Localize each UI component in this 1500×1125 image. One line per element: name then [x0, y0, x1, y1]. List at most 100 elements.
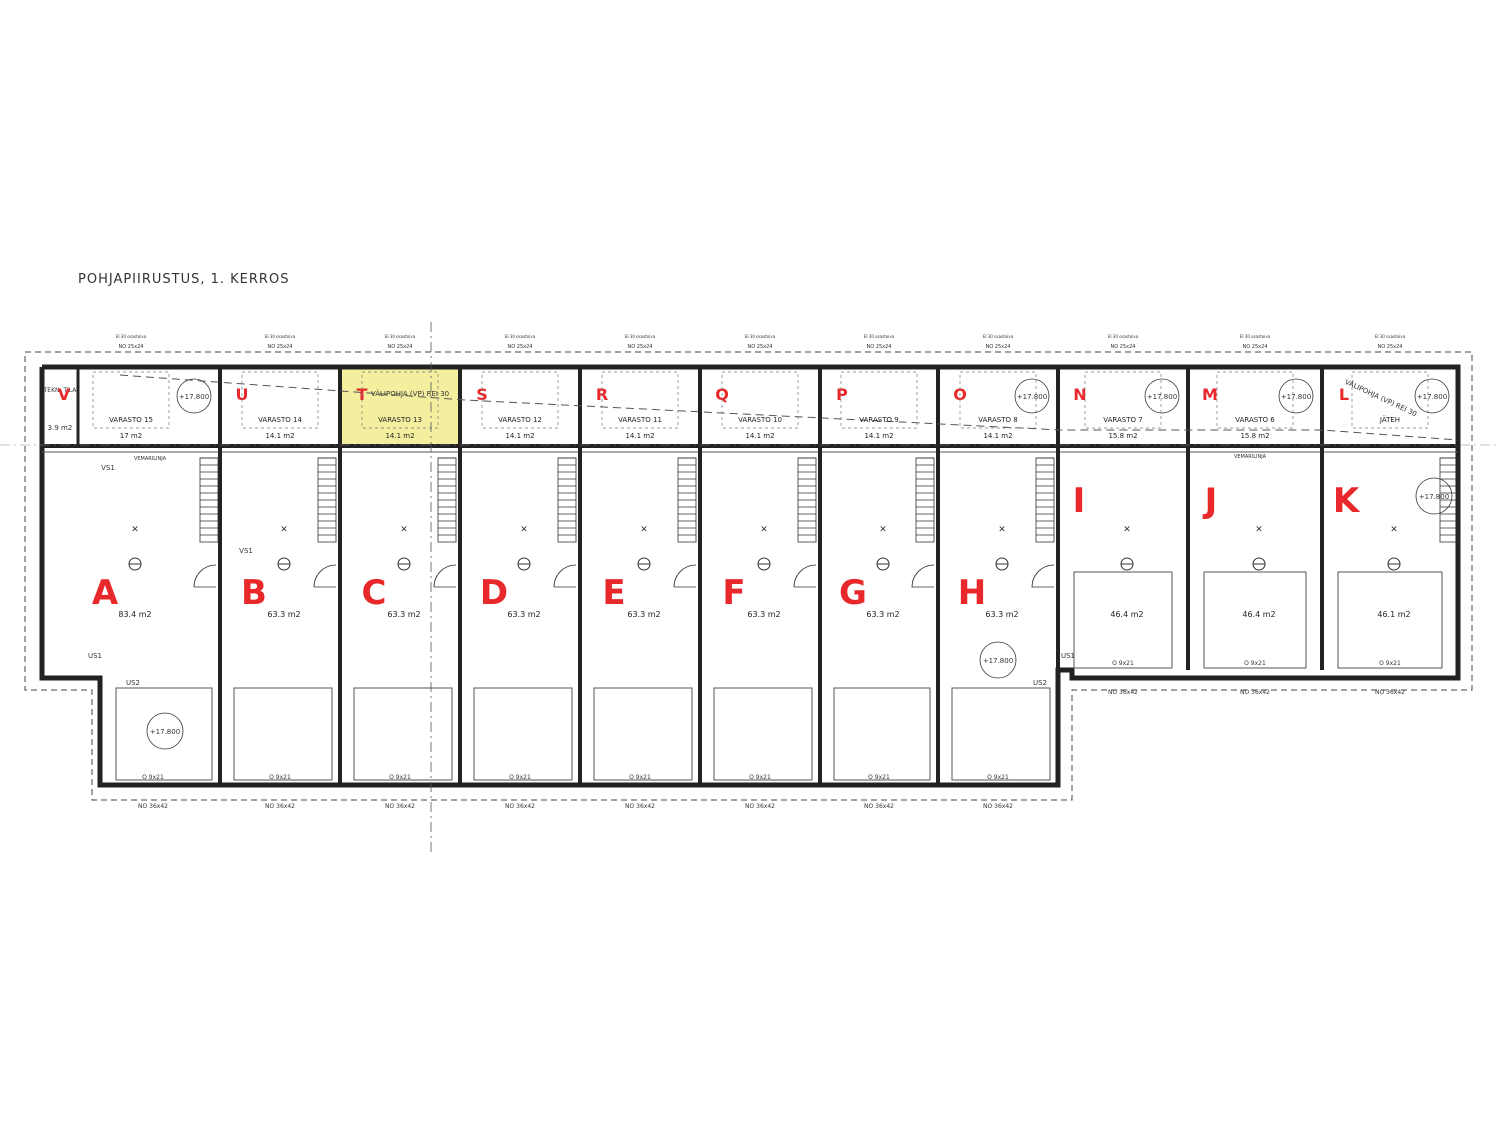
storage-shelf — [1084, 371, 1162, 429]
door-size-label: NO 36x42 — [505, 803, 535, 810]
carport-area — [233, 687, 333, 781]
carport-area — [951, 687, 1051, 781]
elevation-marker — [979, 641, 1017, 679]
apartment-letter: A — [92, 573, 119, 613]
light-symbol: ✕ — [280, 525, 288, 535]
carport-area — [115, 687, 213, 781]
fire-class-label: EI 30 osastoiva — [385, 334, 416, 339]
apartment-area: 63.3 m2 — [747, 610, 780, 619]
elevation-marker — [146, 712, 184, 750]
stair-outline — [437, 457, 457, 543]
window-size-label: NO 25x24 — [1243, 344, 1268, 350]
storage-name: VARASTO 12 — [498, 416, 542, 424]
storage-name: VARASTO 11 — [618, 416, 662, 424]
staircase — [199, 457, 219, 543]
door-swing — [911, 564, 935, 588]
elevation-marker — [1415, 477, 1453, 515]
apartment-letter: D — [480, 573, 508, 613]
door-size-label: O 9x21 — [269, 774, 291, 781]
storage-shelf — [959, 371, 1037, 429]
storage-shelf — [1216, 371, 1294, 429]
vemarilinja-label: VEMARILINJA — [134, 456, 167, 462]
storage-letter: L — [1339, 385, 1349, 404]
elevation-label: +17.800 — [1147, 393, 1177, 401]
stair-outline — [797, 457, 817, 543]
apartment-area: 46.4 m2 — [1110, 610, 1143, 619]
storage-name: VARASTO 8 — [978, 416, 1017, 424]
storage-area: 14.1 m2 — [625, 432, 654, 440]
fire-class-label: EI 30 osastoiva — [265, 334, 296, 339]
boundary-line — [24, 351, 1473, 801]
storage-shelf — [241, 371, 319, 429]
elevation-marker — [1414, 378, 1450, 414]
apartment-area: 63.3 m2 — [387, 610, 420, 619]
storage-letter: N — [1073, 385, 1086, 404]
door-size-label: O 9x21 — [868, 774, 890, 781]
elevation-label: +17.800 — [1281, 393, 1311, 401]
storage-area: 14.1 m2 — [385, 432, 414, 440]
us2-label: US2 — [1033, 679, 1047, 687]
apartment-area: 83.4 m2 — [118, 610, 151, 619]
stair-outline — [1035, 457, 1055, 543]
light-symbol: ✕ — [760, 525, 768, 535]
elevation-marker — [1278, 378, 1314, 414]
elevation-label: +17.800 — [1417, 393, 1447, 401]
door-swing — [673, 564, 697, 588]
door-size-label: NO 36x42 — [1375, 689, 1405, 696]
storage-shelf — [840, 371, 918, 429]
apartment-letter: G — [839, 573, 867, 613]
storage-letter: P — [836, 385, 848, 404]
door-size-label: O 9x21 — [1379, 660, 1401, 667]
apartment-letter: I — [1073, 481, 1086, 521]
storage-area: 17 m2 — [120, 432, 142, 440]
window-size-label: NO 25x24 — [628, 344, 653, 350]
fire-class-label: EI 30 osastoiva — [1108, 334, 1139, 339]
window-size-label: NO 25x24 — [268, 344, 293, 350]
apartment-area: 63.3 m2 — [267, 610, 300, 619]
us1-label: US1 — [1061, 652, 1075, 660]
elevation-marker — [176, 378, 212, 414]
storage-name: VARASTO 15 — [109, 416, 153, 424]
light-symbol: ✕ — [1123, 525, 1131, 535]
door-size-label: O 9x21 — [1244, 660, 1266, 667]
door-swing — [313, 564, 337, 588]
door-size-label: NO 36x42 — [745, 803, 775, 810]
valipohja-label: VÄLIPOHJA (VP) REI 30 — [1344, 377, 1419, 418]
us1-label: US1 — [88, 652, 102, 660]
door-size-label: O 9x21 — [987, 774, 1009, 781]
storage-name: VARASTO 6 — [1235, 416, 1275, 424]
apartment-area: 63.3 m2 — [627, 610, 660, 619]
storage-area: 15.8 m2 — [1240, 432, 1269, 440]
apartment-area: 63.3 m2 — [507, 610, 540, 619]
elevation-label: +17.800 — [1017, 393, 1047, 401]
storage-name: VARASTO 13 — [378, 416, 422, 424]
stair-outline — [317, 457, 337, 543]
elevation-marker — [1144, 378, 1180, 414]
staircase — [915, 457, 935, 543]
storage-shelf — [721, 371, 799, 429]
door-size-label: O 9x21 — [142, 774, 164, 781]
storage-shelf — [601, 371, 679, 429]
storage-area: 15.8 m2 — [1108, 432, 1137, 440]
door-swing — [793, 564, 817, 588]
light-symbol: ✕ — [640, 525, 648, 535]
stair-outline — [557, 457, 577, 543]
door-size-label: O 9x21 — [509, 774, 531, 781]
apartment-letter: C — [362, 573, 387, 613]
door-size-label: NO 36x42 — [983, 803, 1013, 810]
storage-name: VARASTO 7 — [1103, 416, 1142, 424]
light-symbol: ✕ — [998, 525, 1006, 535]
tech-room-area: 3.9 m2 — [48, 424, 73, 432]
fire-class-label: EI 30 osastoiva — [505, 334, 536, 339]
fire-class-label: EI 30 osastoiva — [983, 334, 1014, 339]
light-symbol: ✕ — [1390, 525, 1398, 535]
storage-area: 14.1 m2 — [745, 432, 774, 440]
carport-area — [473, 687, 573, 781]
door-size-label: NO 36x42 — [1240, 689, 1270, 696]
carport-area — [713, 687, 813, 781]
staircase — [317, 457, 337, 543]
storage-shelf — [92, 371, 170, 429]
elevation-label: +17.800 — [150, 728, 180, 736]
fire-class-label: EI 30 osastoiva — [1375, 334, 1406, 339]
storage-area: 14.1 m2 — [505, 432, 534, 440]
